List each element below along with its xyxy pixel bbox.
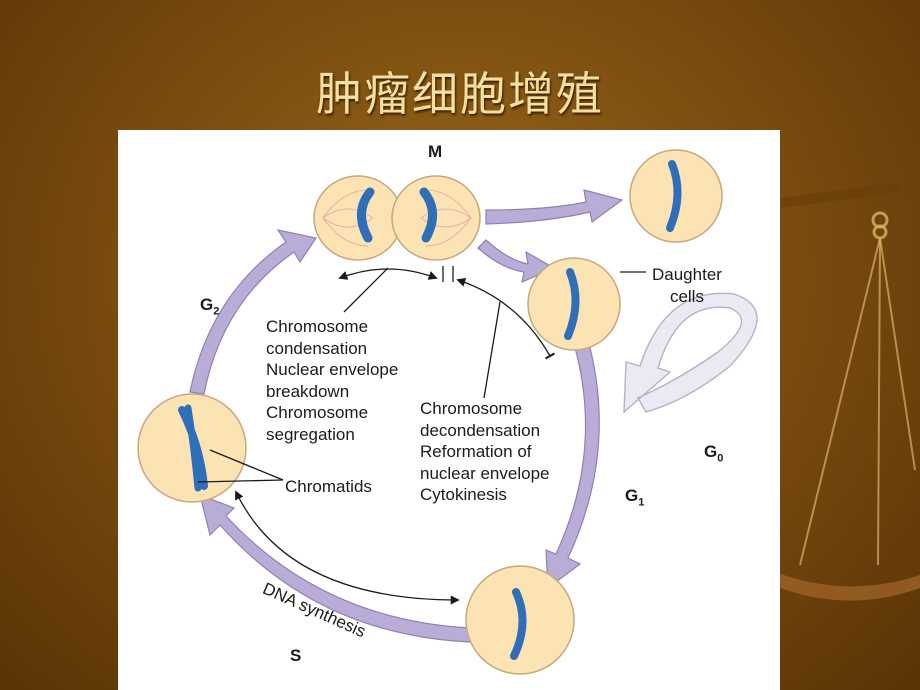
m-early-range — [338, 268, 438, 280]
cell-cycle-figure: M G2 S G1 G0 Daughter cells Chromosome c… — [118, 130, 780, 690]
g1-arrow — [545, 339, 600, 590]
g1-phase-label: G1 — [625, 486, 645, 509]
g0-loop-arrow — [623, 292, 758, 414]
daughter-cell-upper — [629, 149, 723, 243]
m-phase-label: M — [428, 142, 443, 161]
chromatids-label: Chromatids — [285, 477, 372, 496]
daughter-cell-lower — [527, 257, 621, 351]
cycle-arrows — [189, 189, 624, 643]
m-to-upper-daughter-arrow — [485, 189, 624, 225]
balance-scale-decoration — [770, 182, 920, 601]
g2-phase-label: G2 — [200, 295, 220, 318]
m-early-events-label: Chromosome condensation Nuclear envelope… — [266, 317, 399, 444]
dna-synthesis-range — [235, 490, 460, 605]
g2-arrow — [189, 229, 317, 395]
s-phase-label: S — [290, 646, 302, 665]
mitotic-cell — [313, 175, 481, 261]
m-chromosome-right — [419, 187, 437, 243]
s-phase-cell — [465, 565, 575, 675]
m-late-range — [456, 277, 556, 360]
annotation-lines — [197, 266, 646, 605]
g0-phase-label: G0 — [704, 442, 724, 465]
daughter-cells-label: Daughter cells — [652, 265, 722, 306]
m-chromosome-left — [357, 187, 375, 243]
cell-cycle-diagram — [137, 149, 758, 675]
slide-title: 肿瘤细胞增殖 — [316, 67, 604, 121]
m-late-events-label: Chromosome decondensation Reformation of… — [420, 399, 550, 504]
g2-cell — [137, 393, 247, 503]
